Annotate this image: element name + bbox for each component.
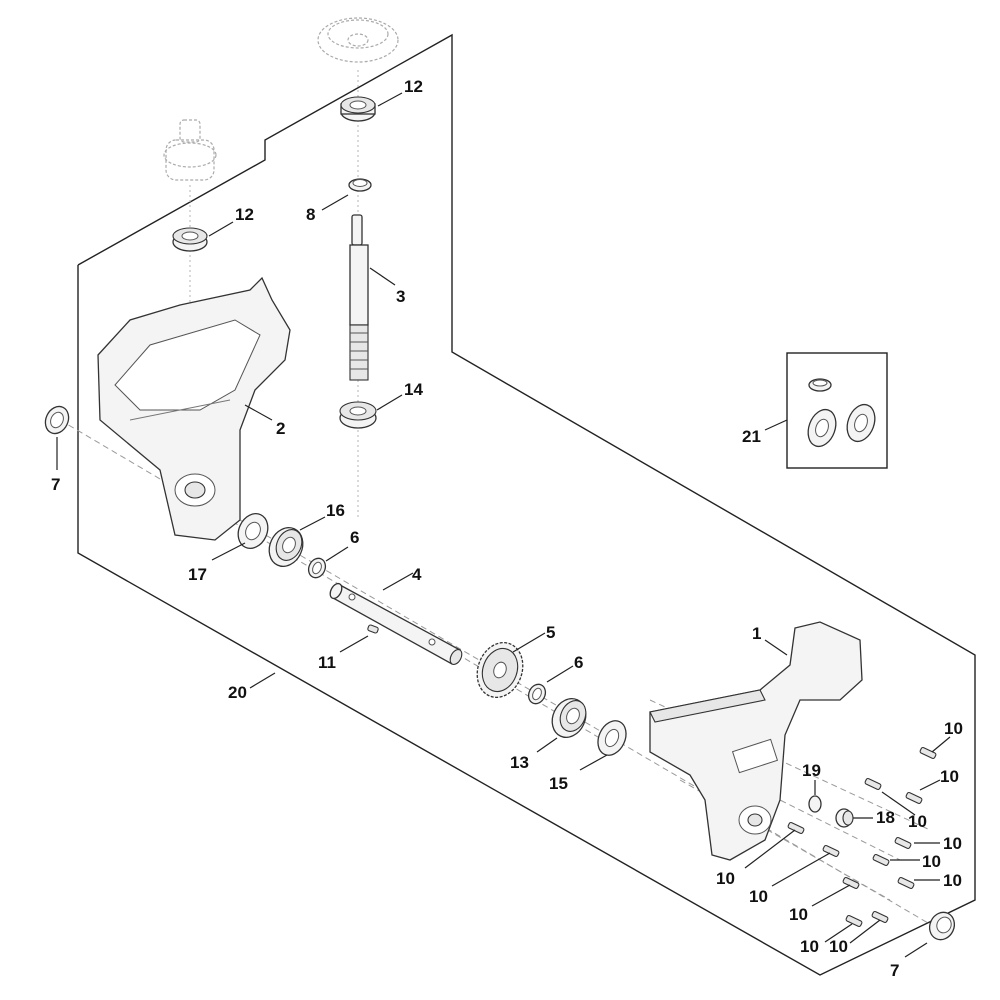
callout-7-left[interactable]: 7 <box>51 475 60 494</box>
part-19-o-ring <box>808 795 822 813</box>
callout-10-g[interactable]: 10 <box>716 869 735 888</box>
seal-kit-box <box>786 352 888 469</box>
part-7-seal-left <box>44 405 70 435</box>
callout-17[interactable]: 17 <box>188 565 207 584</box>
part-14-bearing <box>339 401 377 429</box>
callout-19[interactable]: 19 <box>802 761 821 780</box>
callout-21[interactable]: 21 <box>742 427 761 446</box>
callout-4[interactable]: 4 <box>412 565 422 584</box>
callout-7-right[interactable]: 7 <box>890 961 899 980</box>
part-6-washer-lower <box>527 683 547 705</box>
callout-10-b[interactable]: 10 <box>940 767 959 786</box>
callout-13[interactable]: 13 <box>510 753 529 772</box>
callout-6-upper[interactable]: 6 <box>350 528 359 547</box>
callout-labels: 12 8 12 3 14 2 7 17 16 6 4 11 20 5 6 13 … <box>51 77 963 980</box>
callout-10-h[interactable]: 10 <box>749 887 768 906</box>
callout-20[interactable]: 20 <box>228 683 247 702</box>
callout-2[interactable]: 2 <box>276 419 285 438</box>
callout-1[interactable]: 1 <box>752 624 761 643</box>
callout-10-f[interactable]: 10 <box>943 871 962 890</box>
part-1-right-housing <box>649 621 863 861</box>
callout-10-e[interactable]: 10 <box>922 852 941 871</box>
callout-11[interactable]: 11 <box>318 653 336 672</box>
part-3-worm-shaft <box>349 214 369 381</box>
part-2-left-housing <box>97 276 291 541</box>
ghost-gear-top <box>317 17 399 63</box>
part-15-seal <box>597 720 627 756</box>
callout-14[interactable]: 14 <box>404 380 423 399</box>
ghost-gear-left <box>163 119 217 181</box>
callout-10-k[interactable]: 10 <box>829 937 848 956</box>
callout-10-j[interactable]: 10 <box>800 937 819 956</box>
callout-15[interactable]: 15 <box>549 774 568 793</box>
part-12-bearing-top <box>340 96 376 122</box>
callout-10-d[interactable]: 10 <box>943 834 962 853</box>
part-16-bearing <box>268 527 304 567</box>
part-13-bearing <box>551 698 587 738</box>
assembly-frame-outline <box>77 33 976 976</box>
callout-5[interactable]: 5 <box>546 623 555 642</box>
callout-12-top[interactable]: 12 <box>404 77 423 96</box>
part-17-seal <box>237 512 269 550</box>
part-18-plug <box>835 808 854 828</box>
part-6-washer-upper <box>307 557 327 579</box>
part-4-drive-shaft <box>329 582 463 665</box>
seal-kit-contents <box>807 378 876 448</box>
callout-18[interactable]: 18 <box>876 808 895 827</box>
callout-6-lower[interactable]: 6 <box>574 653 583 672</box>
callout-12-left[interactable]: 12 <box>235 205 254 224</box>
callout-3[interactable]: 3 <box>396 287 405 306</box>
part-12-bearing-left <box>172 227 208 252</box>
leader-lines <box>56 92 951 958</box>
part-11-key <box>367 624 379 634</box>
callout-10-i[interactable]: 10 <box>789 905 808 924</box>
callout-10-c[interactable]: 10 <box>908 812 927 831</box>
callout-8[interactable]: 8 <box>306 205 315 224</box>
callout-16[interactable]: 16 <box>326 501 345 520</box>
part-8-spacer <box>348 178 372 192</box>
callout-10-a[interactable]: 10 <box>944 719 963 738</box>
part-5-spur-gear <box>476 641 524 699</box>
part-7-seal-right <box>928 911 956 941</box>
